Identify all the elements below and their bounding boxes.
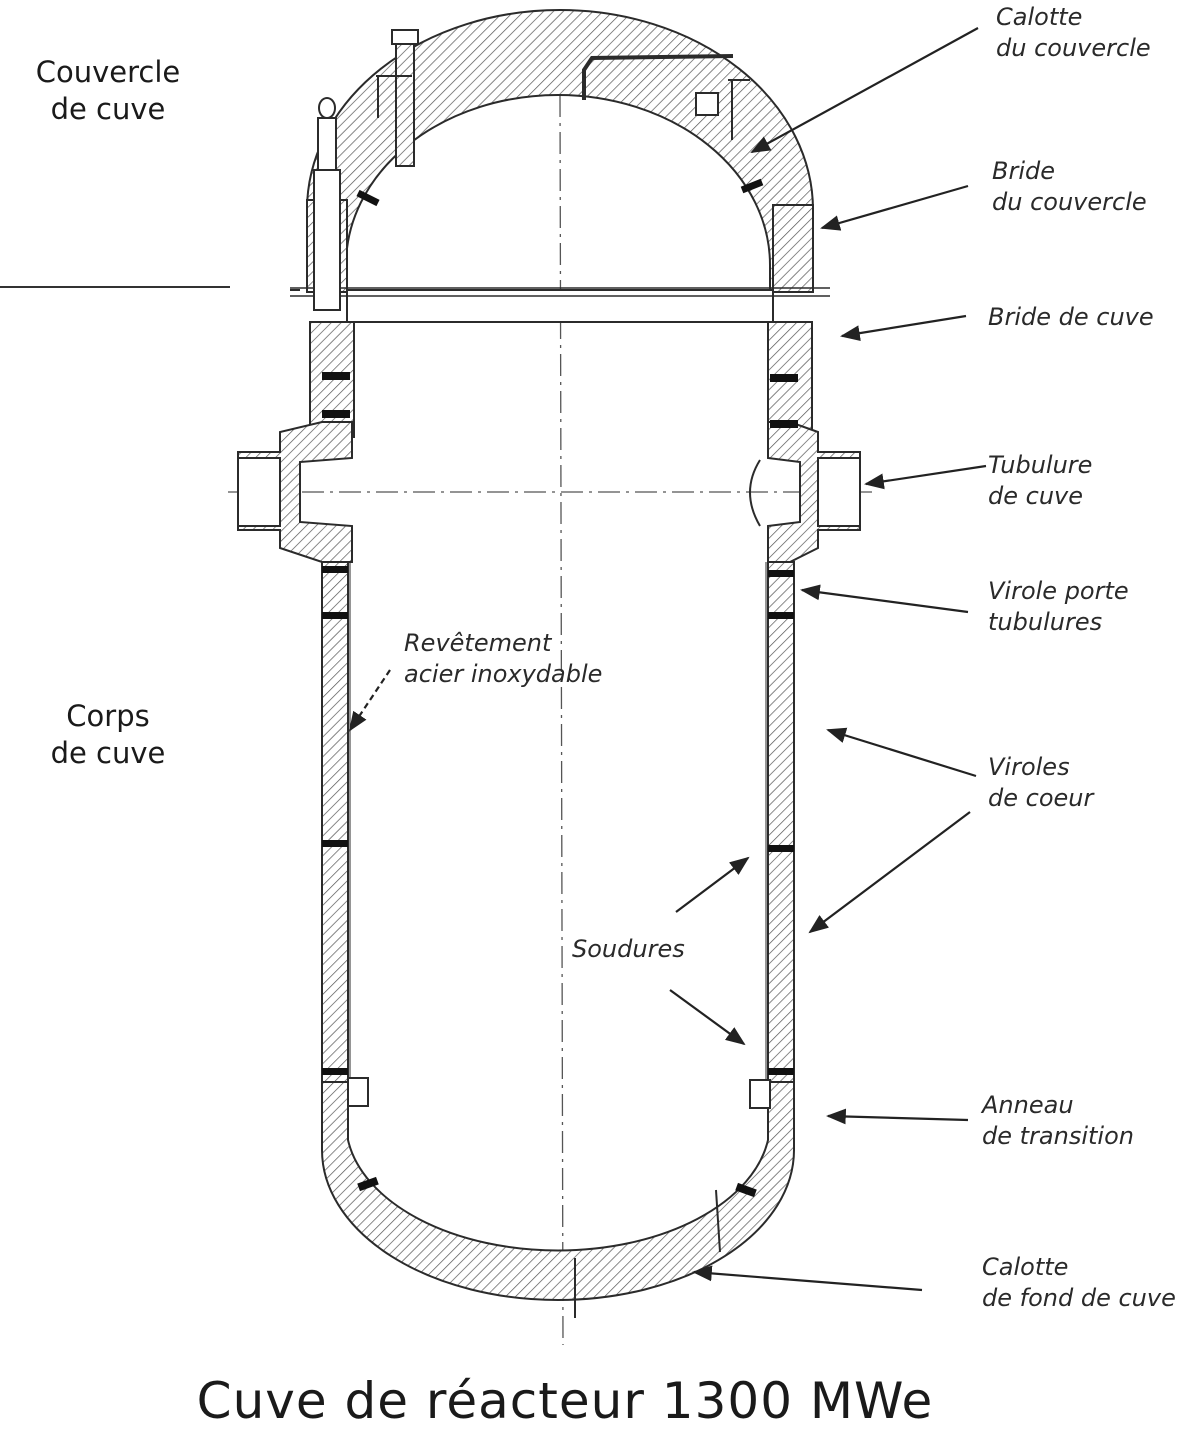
label-corps-de-cuve: Corps de cuve <box>50 699 166 771</box>
label-tubulure: Tubulure de cuve <box>988 451 1093 510</box>
vent-pipe <box>395 35 415 167</box>
arrow-bride-cuve <box>840 314 967 341</box>
head-flange-right <box>772 204 814 293</box>
weld-marks <box>322 372 798 1198</box>
label-couvercle-de-cuve: Couvercle de cuve <box>35 55 181 127</box>
instrument-column <box>313 169 341 311</box>
arrow-soudures-1 <box>675 856 750 913</box>
label-calotte-fond: Calotte de fond de cuve <box>982 1253 1176 1312</box>
arrow-soudures-2 <box>669 989 746 1046</box>
arrow-calotte-couvercle <box>750 27 979 153</box>
label-bride-couvercle: Bride du couvercle <box>992 157 1147 216</box>
vessel-body <box>237 321 861 1318</box>
diagram-title: Cuve de réacteur 1300 MWe <box>196 1372 934 1430</box>
arrow-revetement <box>348 669 391 732</box>
arrow-bride-couvercle <box>820 184 969 231</box>
joint-plate <box>346 289 774 323</box>
leader-arrows <box>348 27 987 1292</box>
arrow-viroles-coeur-1 <box>826 727 977 778</box>
label-virole-porte: Virole porte tubulures <box>988 577 1129 636</box>
label-revetement: Revêtement acier inoxydable <box>404 629 603 688</box>
arrow-viroles-coeur-2 <box>808 811 971 934</box>
label-bride-cuve: Bride de cuve <box>988 303 1154 331</box>
label-viroles-coeur: Viroles de coeur <box>988 753 1094 812</box>
arrow-tubulure <box>864 464 987 490</box>
label-soudures: Soudures <box>572 935 685 963</box>
label-calotte-couvercle: Calotte du couvercle <box>996 3 1151 62</box>
arrow-calotte-fond <box>692 1265 923 1292</box>
arrow-virole-porte <box>800 584 969 614</box>
closure-head <box>290 9 830 323</box>
arrow-anneau <box>826 1108 969 1125</box>
vertical-axis <box>559 94 564 1346</box>
bottom-head <box>321 1081 795 1301</box>
body-wall-left <box>321 561 349 1083</box>
body-wall-right <box>767 561 795 1083</box>
label-anneau: Anneau de transition <box>982 1091 1134 1150</box>
lifting-lug <box>582 54 734 100</box>
